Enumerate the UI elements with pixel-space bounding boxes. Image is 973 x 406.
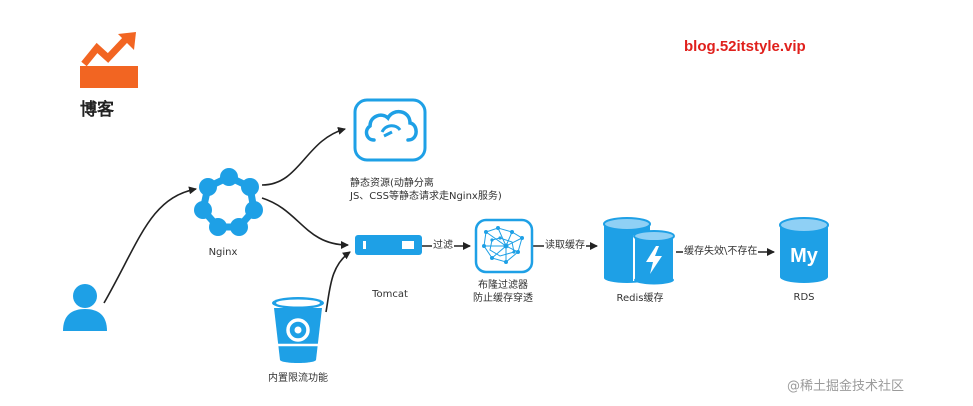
connections: [103, 127, 775, 313]
network-mesh-icon: [474, 218, 534, 274]
static-label-line1: 静态资源(动静分离: [350, 178, 434, 189]
user-icon: [63, 284, 107, 331]
bloom-label-line2: 防止缓存穿透: [473, 293, 533, 304]
static-label-line2: JS、CSS等静态请求走Nginx服务): [350, 191, 502, 202]
bucket-icon: [272, 297, 324, 363]
brand-url: blog.52itstyle.vip: [684, 38, 806, 55]
trending-up-chart-icon: [80, 32, 138, 88]
mysql-icon-text: My: [790, 245, 819, 267]
edge-label-filter: 过滤: [432, 240, 454, 252]
mysql-database-icon: My: [779, 217, 829, 283]
nginx-cluster-icon: [194, 168, 263, 236]
nginx-label: Nginx: [208, 247, 238, 258]
watermark: @稀土掘金技术社区: [787, 379, 905, 394]
blog-title: 博客: [80, 100, 114, 120]
redis-database-icon: [603, 217, 675, 285]
edge-nginx-tomcat: [261, 197, 349, 249]
edge-label-read-cache: 读取缓存: [544, 240, 586, 252]
edge-label-cache-miss: 缓存失效\不存在: [683, 246, 759, 258]
redis-label: Redis缓存: [616, 293, 664, 304]
edge-bucket-tomcat: [325, 251, 351, 313]
edge-nginx-static: [261, 127, 346, 186]
cloud-sync-icon: [353, 98, 427, 162]
ratelimit-label: 内置限流功能: [268, 373, 328, 384]
tomcat-label: Tomcat: [372, 289, 408, 300]
edge-user-nginx: [103, 186, 197, 304]
bloom-label-line1: 布隆过滤器: [478, 280, 528, 291]
server-icon: [355, 235, 422, 255]
rds-label: RDS: [793, 292, 815, 303]
